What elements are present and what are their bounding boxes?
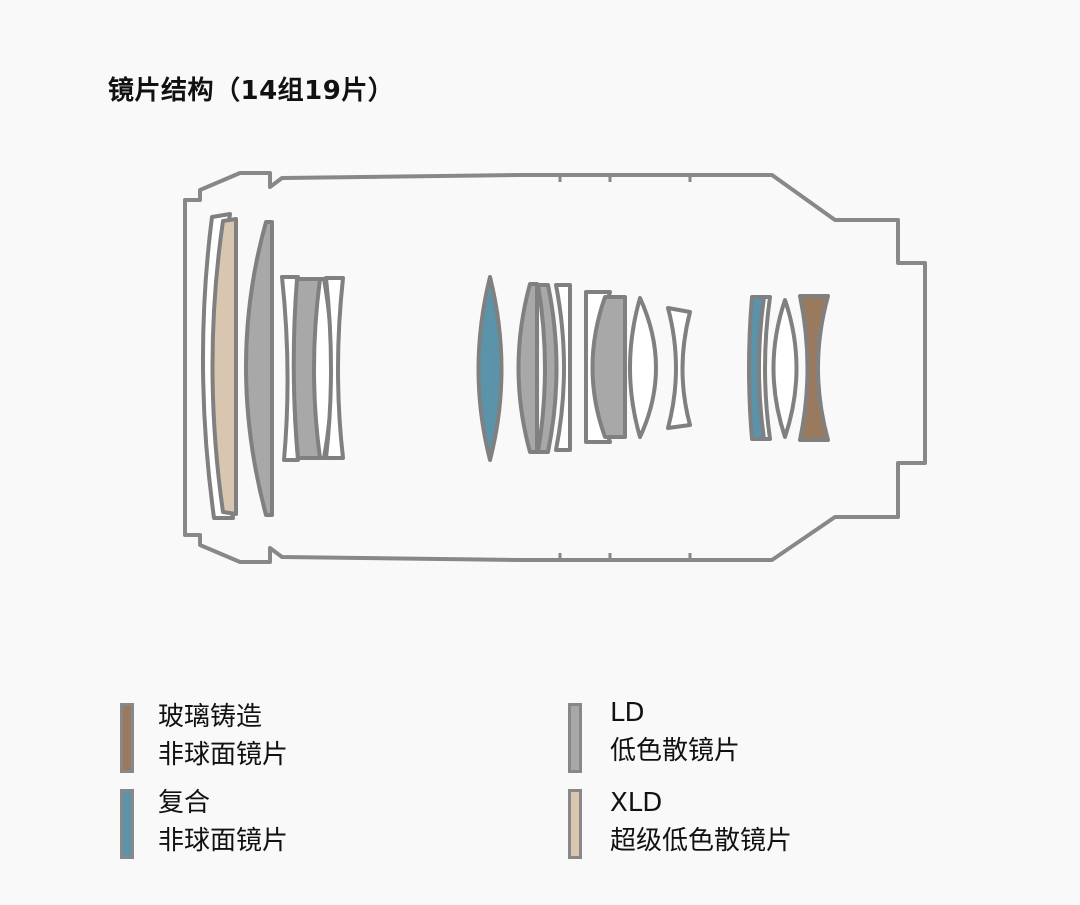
lens-14	[628, 296, 658, 439]
lens-11	[554, 283, 572, 452]
legend-label: 超级低色散镜片	[610, 826, 793, 856]
lens-15	[666, 306, 692, 430]
legend-label: LD	[610, 698, 645, 728]
legend-label: 非球面镜片	[158, 826, 289, 856]
lens-18	[771, 298, 799, 439]
legend-label: 低色散镜片	[610, 736, 741, 766]
lens-8-hybrid	[476, 275, 504, 462]
legend-swatch	[568, 703, 582, 773]
lens-17	[757, 295, 772, 441]
lens-10-ld	[536, 283, 559, 454]
legend-swatch	[120, 789, 134, 859]
lens-barrel-outline	[183, 171, 927, 564]
legend-label: XLD	[610, 788, 663, 818]
lens-19-glass-molded	[798, 294, 830, 442]
lens-2-xld	[210, 217, 238, 516]
lens-3-ld	[244, 220, 274, 517]
lens-9-ld	[516, 282, 539, 454]
diagram-title: 镜片结构（14组19片）	[108, 76, 395, 106]
legend-label: 非球面镜片	[158, 740, 289, 770]
legend-swatch	[120, 703, 134, 773]
lens-7	[324, 276, 345, 460]
legend-label: 复合	[158, 788, 211, 818]
legend-label: 玻璃铸造	[158, 702, 263, 732]
lens-13-ld	[590, 295, 627, 439]
legend-swatch	[568, 789, 582, 859]
